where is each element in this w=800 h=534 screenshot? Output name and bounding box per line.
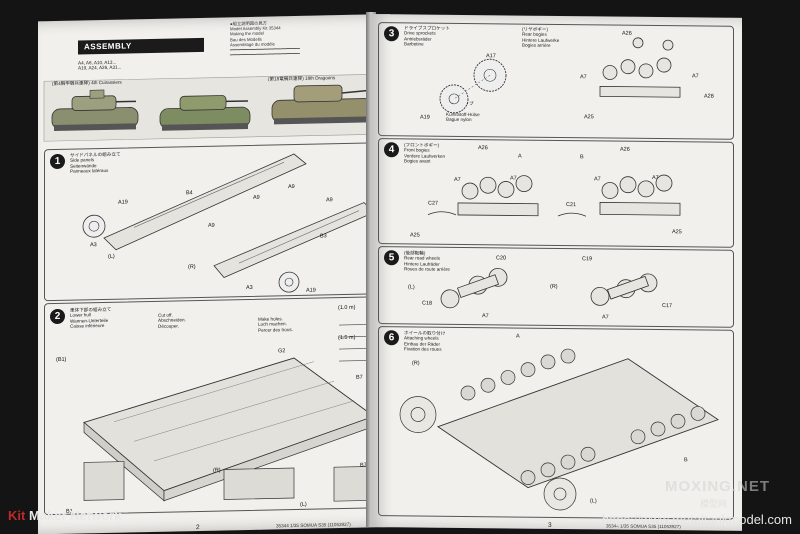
kitmaker-watermark: Kit Maker Network <box>8 508 121 523</box>
part-label: A26 <box>478 145 488 151</box>
part-label: A19 <box>420 115 430 121</box>
page-number: 2 <box>196 524 200 531</box>
part-label: B7 <box>356 375 363 381</box>
marker-b: B <box>580 154 584 160</box>
part-label: A25 <box>584 114 594 120</box>
instruction-page-left: ●組立説明図の見方 Model Assembly Kit 35344 Makin… <box>38 14 390 534</box>
part-label: A9 <box>253 195 260 201</box>
part-label: B4 <box>186 190 193 196</box>
part-label: A9 <box>208 223 215 229</box>
part-label: C27 <box>428 201 438 207</box>
moxing-cn-watermark: 模型网 <box>700 497 727 510</box>
part-label: A7 <box>602 314 609 320</box>
side-label-right: (R) <box>412 360 420 366</box>
assembly-title: ASSEMBLY <box>78 38 204 55</box>
part-label: C21 <box>566 202 576 208</box>
page-number: 3 <box>548 522 552 529</box>
side-label-right: (R) <box>550 284 558 290</box>
part-label: A25 <box>410 232 420 238</box>
part-label: A19 <box>306 288 316 294</box>
side-label-left: (L) <box>300 502 307 508</box>
part-label: A26 <box>622 31 632 37</box>
marker-a: A <box>516 334 520 340</box>
part-label: B3 <box>320 233 327 239</box>
part-label: A17 <box>486 53 496 59</box>
part-label: A9 <box>326 197 333 203</box>
part-label: A9 <box>288 184 295 190</box>
side-label-left: (L) <box>108 254 115 260</box>
parts-used-note: A4, A6, A10, A13... A19, A24, A26, A31..… <box>78 57 228 70</box>
part-label: A7 <box>594 176 601 182</box>
step-3-diagram <box>378 22 732 138</box>
part-label: C17 <box>662 303 672 309</box>
part-label: A7 <box>482 313 489 319</box>
header-notes: ●組立説明図の見方 Model Assembly Kit 35344 Makin… <box>230 18 380 58</box>
marker-a: A <box>518 154 522 160</box>
side-label-right: (R) <box>213 468 221 474</box>
part-label: C18 <box>422 301 432 307</box>
part-label: A19 <box>118 199 128 205</box>
part-label: A3 <box>90 242 97 248</box>
part-label: A26 <box>620 147 630 153</box>
part-label: A7 <box>510 175 517 181</box>
moxing-watermark: MOXING.NET <box>665 478 770 495</box>
part-label: A7 <box>454 177 461 183</box>
part-label: G2 <box>278 348 285 354</box>
part-label: C19 <box>582 256 592 262</box>
part-label: A7 <box>652 175 659 181</box>
step-2-diagram <box>44 296 382 513</box>
part-label: A28 <box>704 93 714 99</box>
part-label: A7 <box>580 74 587 80</box>
instruction-page-right: 3 ドライブスプロケット Drive sprockets Antriebsräd… <box>370 14 742 531</box>
part-label: A3 <box>246 285 253 291</box>
side-label-left: (L) <box>590 498 597 504</box>
side-label-left: (L) <box>408 284 415 290</box>
part-label: A25 <box>672 229 682 235</box>
metaltank-watermark: https://www.metaltankmodel.com <box>602 512 792 527</box>
marker-b: B <box>684 457 688 463</box>
part-label: (B1) <box>56 357 66 363</box>
part-label: A7 <box>692 73 699 79</box>
side-label-right: (R) <box>188 264 196 270</box>
step-1-diagram <box>44 142 382 299</box>
part-label: C20 <box>496 255 506 261</box>
page-footer: 35344 1/35 SOMUA S35 (11053927) <box>276 522 351 529</box>
